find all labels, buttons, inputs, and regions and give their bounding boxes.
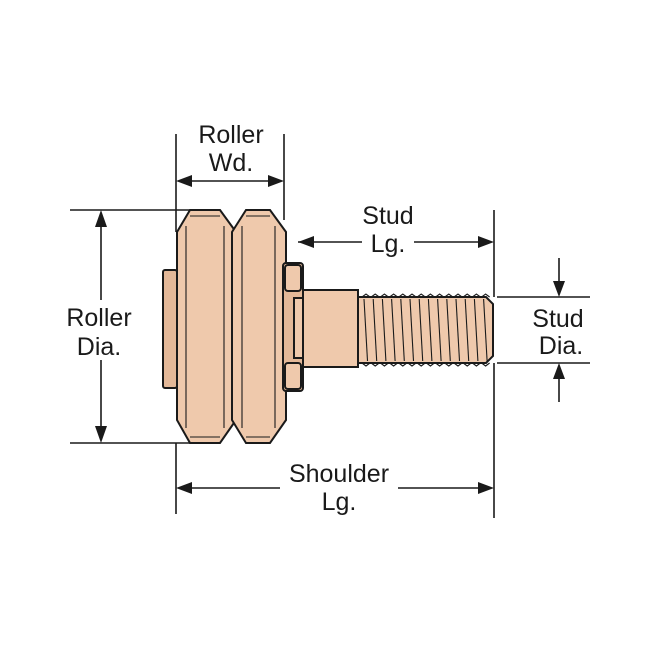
arrow-down	[553, 281, 565, 297]
thread-line	[446, 298, 451, 362]
thread-line	[455, 298, 461, 362]
thread-crest	[370, 362, 380, 367]
arrow-up	[95, 210, 107, 227]
arrow-right	[268, 175, 284, 187]
arrow-right	[478, 482, 494, 494]
thread-lines	[361, 293, 490, 367]
thread-line	[483, 298, 488, 362]
thread-line	[372, 298, 378, 362]
roller-diameter-dimension: Roller Dia.	[66, 209, 192, 444]
arrow-left	[298, 236, 314, 248]
roller-diameter-label-line2: Dia.	[77, 333, 121, 361]
roller-width-dimension: Roller Wd.	[175, 121, 285, 232]
thread-line	[363, 298, 369, 362]
arrow-down	[95, 426, 107, 443]
thread-crest	[472, 293, 481, 298]
thread-line	[437, 298, 442, 362]
roller-width-label-line1: Roller	[198, 121, 263, 149]
thread-body	[357, 296, 494, 364]
roller-width-label-line2: Wd.	[209, 149, 253, 177]
thread-line	[473, 298, 479, 362]
thread-crest	[416, 293, 426, 298]
stud-length-label-line2: Lg.	[371, 230, 406, 258]
thread-crest	[380, 362, 389, 367]
thread-line	[381, 298, 387, 362]
thread-crest	[462, 362, 472, 367]
arrow-left	[176, 482, 192, 494]
shoulder-length-dimension: Shoulder Lg.	[175, 363, 495, 518]
thread-crest	[426, 293, 435, 298]
thread-crest	[453, 362, 463, 367]
thread-line	[409, 298, 415, 362]
thread-crest	[462, 293, 472, 298]
thread-crest	[481, 362, 490, 367]
thread-crest	[444, 362, 454, 367]
thread-line	[400, 298, 405, 362]
retainer-lug-bottom	[284, 362, 302, 390]
arrow-up	[553, 363, 565, 379]
thread-crest	[481, 293, 490, 298]
thread-crest	[398, 293, 408, 298]
v-groove-roller	[162, 209, 287, 444]
thread-crest	[389, 293, 398, 298]
thread-crest	[407, 293, 417, 298]
arrow-left	[176, 175, 192, 187]
thread-crest	[444, 293, 454, 298]
stud-diameter-label-line1: Stud	[532, 305, 583, 333]
thread-crest	[435, 293, 444, 298]
threaded-stud	[357, 293, 494, 367]
roller-diameter-label-line1: Roller	[66, 304, 131, 332]
thread-crest	[407, 362, 417, 367]
thread-crest	[380, 293, 389, 298]
thread-crest	[426, 362, 435, 367]
thread-line	[427, 298, 433, 362]
thread-crest	[398, 362, 408, 367]
stud-diameter-dimension: Stud Dia.	[497, 258, 590, 402]
stud-shoulder	[282, 262, 359, 392]
retainer-lug-top	[284, 264, 302, 292]
thread-crest	[389, 362, 398, 367]
arrow-right	[478, 236, 494, 248]
thread-crest	[361, 293, 371, 298]
thread-crest	[435, 362, 444, 367]
thread-line	[418, 298, 424, 362]
roller-flange-right	[231, 209, 287, 444]
thread-crest	[453, 293, 463, 298]
thread-line	[464, 298, 470, 362]
stud-diameter-label-line2: Dia.	[539, 332, 583, 360]
thread-crest	[370, 293, 380, 298]
roller-face-plate	[162, 269, 178, 389]
thread-crest	[416, 362, 426, 367]
stud-length-dimension: Stud Lg.	[298, 202, 495, 297]
thread-line	[391, 298, 396, 362]
shoulder-length-label-line2: Lg.	[322, 488, 357, 516]
stud-length-label-line1: Stud	[362, 202, 413, 230]
shoulder-length-label-line1: Shoulder	[289, 460, 389, 488]
thread-crest	[361, 362, 371, 367]
shoulder-body	[302, 289, 359, 368]
thread-crest	[472, 362, 481, 367]
